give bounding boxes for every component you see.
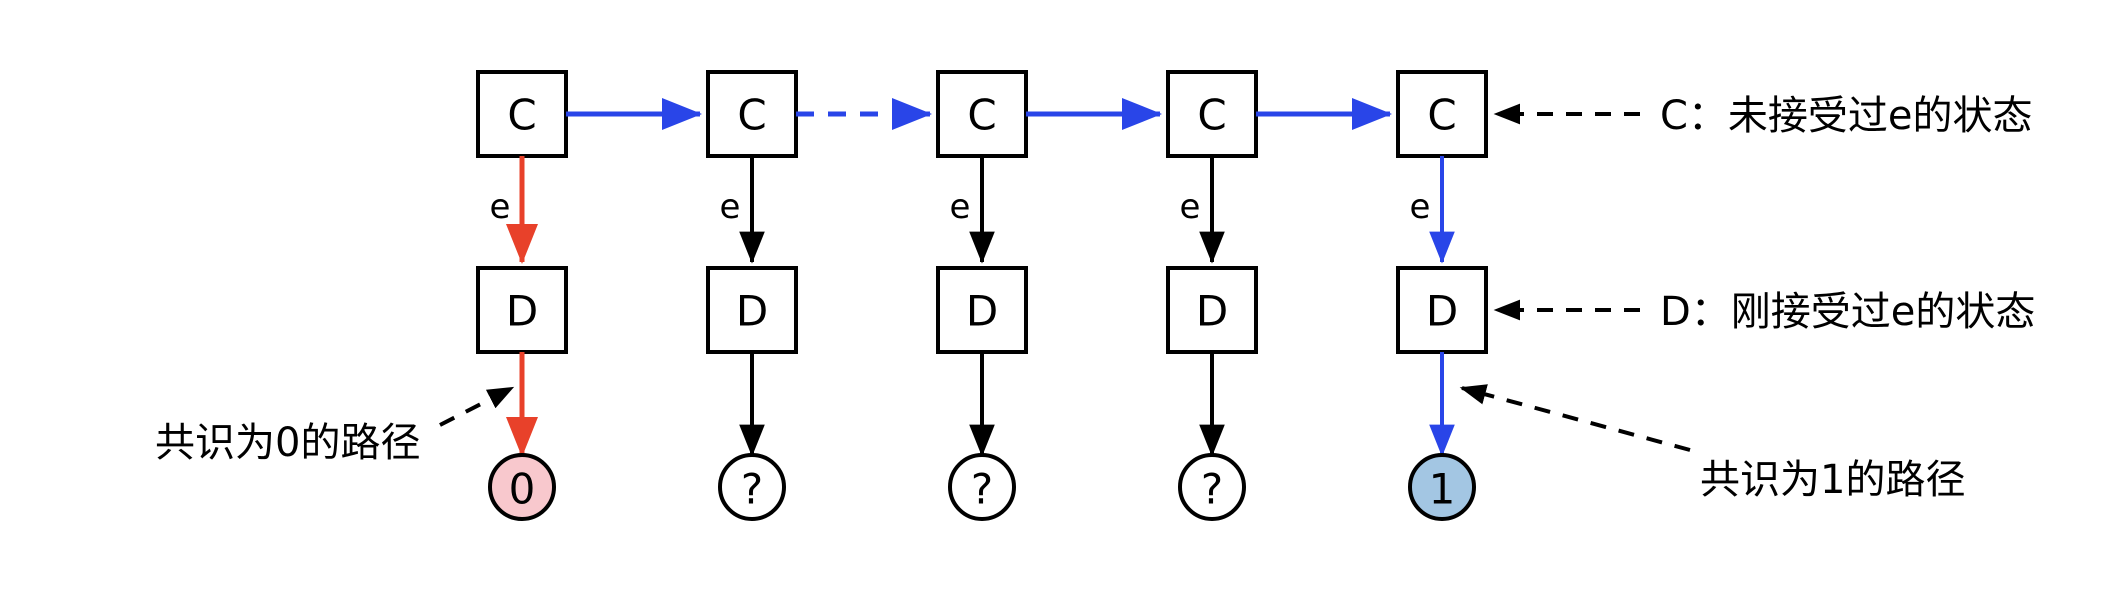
transition-label-e-1: e: [490, 187, 511, 227]
state-box-d-1-label: D: [506, 287, 538, 336]
column-1: C e D 0: [476, 70, 568, 521]
outcome-circle-unknown-4-label: ?: [1201, 465, 1223, 514]
state-box-d-2-label: D: [736, 287, 768, 336]
state-box-c-2[interactable]: [706, 70, 798, 158]
state-box-c-5-label: C: [1427, 91, 1456, 140]
outcome-circle-unknown-2[interactable]: [718, 453, 786, 521]
column-4: C e D ?: [1166, 70, 1258, 521]
path-zero-pointer: [439, 386, 515, 427]
path-one-text: 共识为1的路径: [1700, 457, 1965, 503]
state-box-d-3[interactable]: [936, 266, 1028, 354]
outcome-circle-unknown-2-label: ?: [741, 465, 763, 514]
outcome-circle-0[interactable]: [488, 453, 556, 521]
transition-label-e-5: e: [1410, 187, 1431, 227]
outcome-circle-unknown-4[interactable]: [1178, 453, 1246, 521]
outcome-circle-0-label: 0: [509, 465, 536, 514]
column-5: C e D 1: [1396, 70, 1488, 521]
legend-d-text: D：刚接受过e的状态: [1660, 289, 2035, 335]
outcome-circle-1-label: 1: [1429, 465, 1456, 514]
legend-c-text: C：未接受过e的状态: [1660, 93, 2033, 139]
state-box-d-4-label: D: [1196, 287, 1228, 336]
transition-label-e-4: e: [1180, 187, 1201, 227]
state-box-d-3-label: D: [966, 287, 998, 336]
path-zero-text: 共识为0的路径: [155, 420, 420, 466]
outcome-circle-unknown-3[interactable]: [948, 453, 1016, 521]
column-2: C e D ?: [706, 70, 798, 521]
state-box-d-1[interactable]: [476, 266, 568, 354]
path-one-pointer: [1459, 384, 1691, 452]
transition-label-e-2: e: [720, 187, 741, 227]
state-box-c-1-label: C: [507, 91, 536, 140]
column-3: C e D ?: [936, 70, 1028, 521]
state-box-d-5-label: D: [1426, 287, 1458, 336]
state-box-c-2-label: C: [737, 91, 766, 140]
state-box-c-3[interactable]: [936, 70, 1028, 158]
state-box-c-3-label: C: [967, 91, 996, 140]
outcome-circle-1[interactable]: [1408, 453, 1476, 521]
state-box-c-5[interactable]: [1396, 70, 1488, 158]
transition-label-e-3: e: [950, 187, 971, 227]
state-box-c-4-label: C: [1197, 91, 1226, 140]
outcome-circle-unknown-3-label: ?: [971, 465, 993, 514]
